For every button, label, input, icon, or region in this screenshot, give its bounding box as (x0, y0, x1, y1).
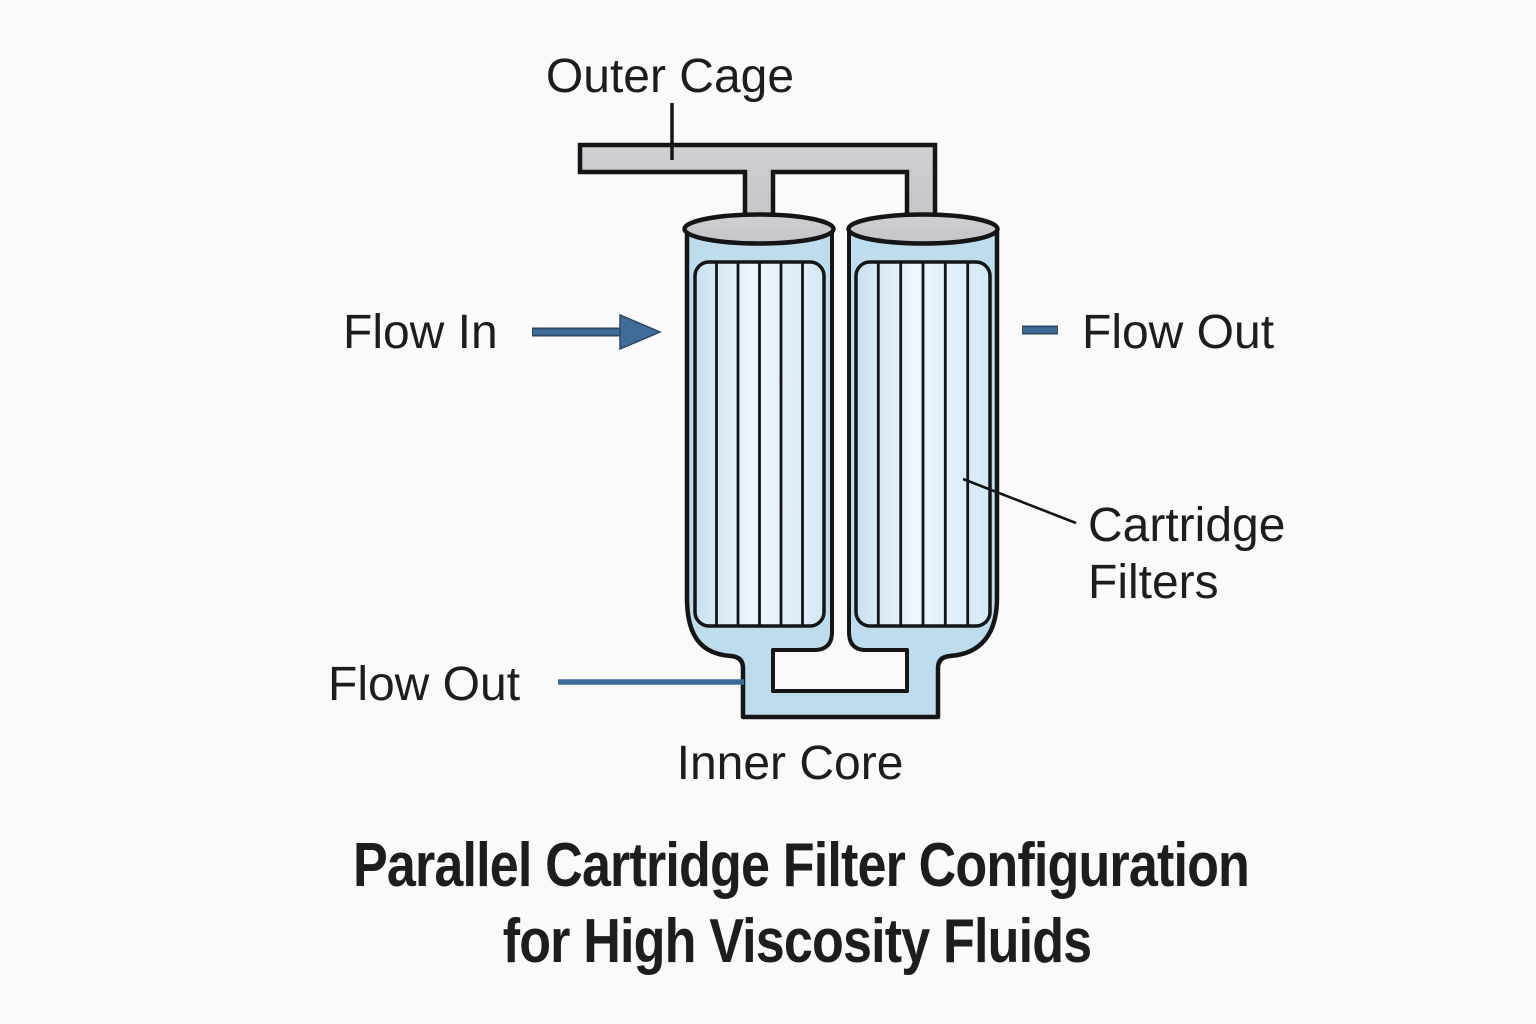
inner-core-label: Inner Core (677, 737, 904, 790)
inter-cartridge-gap-outline (771, 226, 909, 693)
left-cartridge-top-cap (682, 212, 836, 246)
outer-cage-pipe (577, 142, 938, 233)
cartridge-filters-leader-line (962, 477, 1077, 525)
diagram-title-line2: for High Viscosity Fluids (503, 907, 1092, 976)
flow-out-bottom-label: Flow Out (328, 658, 520, 711)
outer-cage-label: Outer Cage (546, 50, 794, 103)
inter-cartridge-gap (773, 224, 907, 691)
flow-in-label: Flow In (343, 306, 498, 359)
cartridge-filters-label-line1: Cartridge (1088, 499, 1285, 552)
right-cartridge-pleats (854, 260, 992, 628)
cartridge-filters-label-line2: Filters (1088, 556, 1219, 609)
left-cartridge-pleats (693, 260, 826, 628)
flow-out-right-label: Flow Out (1082, 306, 1274, 359)
flow-in-arrow (532, 313, 662, 351)
diagram-title-line1: Parallel Cartridge Filter Configuration (353, 831, 1249, 900)
right-cartridge-top-cap (846, 212, 1000, 246)
